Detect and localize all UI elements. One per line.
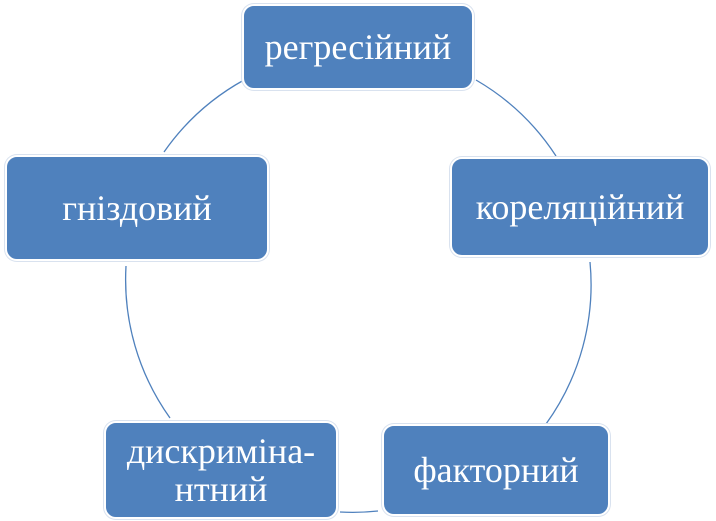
connector-factor-discriminant bbox=[339, 510, 379, 513]
connector-regressive-correlation bbox=[475, 79, 557, 157]
node-factor: факторний bbox=[382, 424, 610, 516]
node-correlation: кореляційний bbox=[450, 157, 710, 257]
connector-discriminant-nested bbox=[124, 265, 171, 419]
node-regressive-label: регресійний bbox=[265, 28, 452, 66]
node-discriminant: дискриміна- нтний bbox=[104, 421, 338, 519]
connector-correlation-factor bbox=[545, 261, 592, 425]
node-regressive-line-1: регресійний bbox=[264, 27, 452, 67]
node-nested-label: гніздовий bbox=[62, 189, 211, 227]
node-regressive: регресійний bbox=[242, 4, 474, 90]
node-discriminant-line-1: дискриміна- bbox=[126, 431, 316, 471]
node-factor-label: факторний bbox=[413, 451, 578, 489]
node-nested-line-1: гніздовий bbox=[62, 188, 212, 228]
node-correlation-line-1: кореляційний bbox=[475, 187, 685, 227]
node-nested: гніздовий bbox=[5, 155, 269, 261]
connector-nested-regressive bbox=[163, 79, 245, 153]
node-correlation-label: кореляційний bbox=[476, 188, 685, 226]
node-discriminant-label: дискриміна- нтний bbox=[127, 432, 315, 508]
node-factor-line-1: факторний bbox=[413, 450, 579, 490]
node-discriminant-line-2: нтний bbox=[174, 469, 268, 509]
